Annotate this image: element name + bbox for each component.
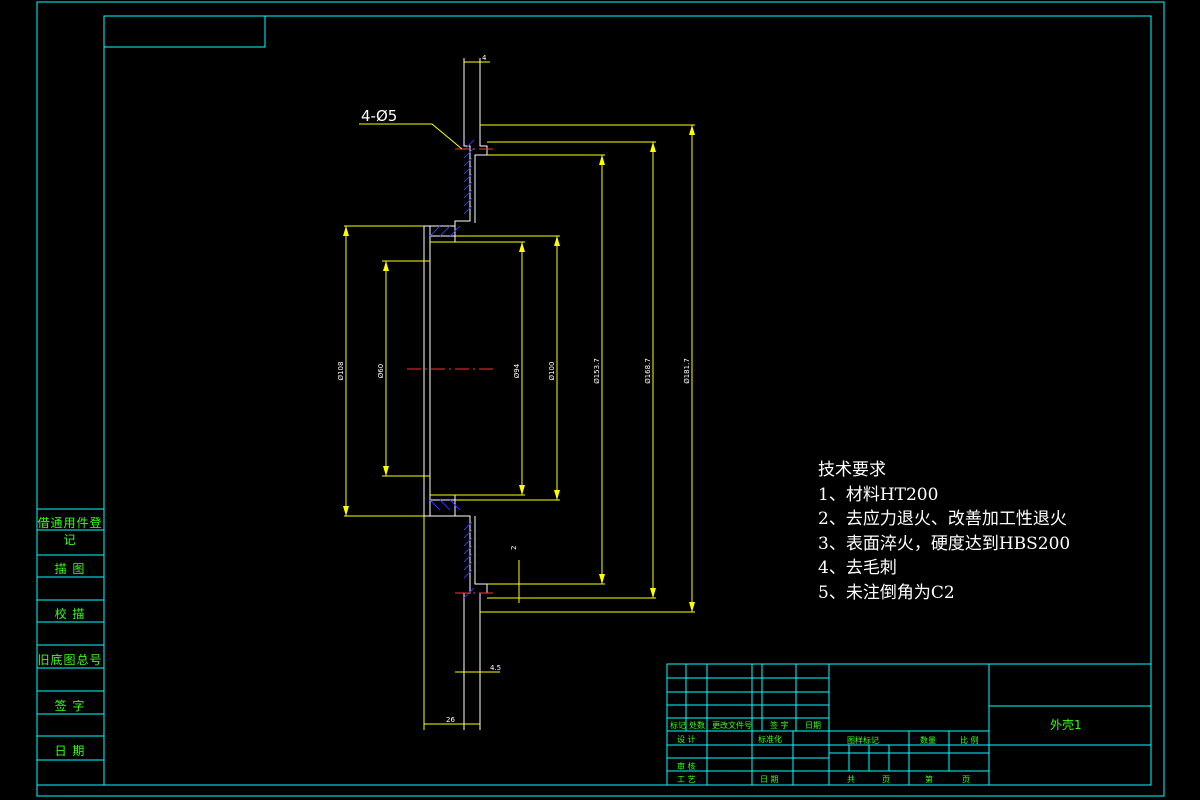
tb-page: 页 (882, 775, 890, 784)
dimension-arrows (343, 125, 695, 612)
dim-w4: 4 (482, 54, 487, 62)
outer-frame (36, 1, 1165, 797)
part-name: 外壳1 (1050, 718, 1082, 732)
tb-standardization: 标准化 (758, 735, 782, 744)
tb-total: 共 (847, 775, 855, 784)
tb-stage-mark: 图样标记 (847, 736, 879, 745)
technical-requirements: 技术要求 1、材料HT200 2、去应力退火、改善加工性退火 3、表面淬火，硬度… (818, 458, 1070, 605)
dim-d153-7: Ø153.7 (593, 358, 601, 384)
tb-count: 处数 (689, 721, 705, 730)
title-block-grid (666, 663, 1152, 786)
side-label-old-number: 旧底图总号 (37, 653, 103, 667)
hole-callout: 4-Ø5 (361, 107, 397, 125)
tech-req-item: 2、去应力退火、改善加工性退火 (818, 509, 1067, 529)
tech-req-item: 4、去毛刺 (818, 558, 897, 578)
tb-sheet-page: 页 (962, 775, 970, 784)
tb-date: 日 期 (760, 775, 779, 784)
tb-quantity: 数量 (920, 736, 936, 745)
tech-req-item: 3、表面淬火，硬度达到HBS200 (818, 533, 1071, 554)
dim-h2: 2 (510, 546, 518, 550)
tb-designer: 设 计 (677, 735, 696, 744)
side-label-signature: 签 字 (54, 699, 86, 713)
side-label-check: 校 描 (54, 607, 86, 621)
tb-change-doc: 更改文件号 (712, 721, 752, 730)
dim-d168-7: Ø168.7 (644, 358, 652, 384)
tb-mark: 标记 (670, 721, 686, 730)
dim-w26: 26 (446, 716, 455, 724)
tech-req-item: 5、未注倒角为C2 (818, 582, 955, 603)
tb-date-col: 日期 (805, 721, 821, 730)
side-label-date: 日 期 (54, 744, 86, 758)
dim-w4-5: 4.5 (490, 664, 501, 672)
side-label-register: 借通用件登记 (37, 516, 103, 547)
section-hatch (429, 139, 475, 599)
side-label-trace: 描 图 (54, 562, 86, 576)
dim-d100: Ø100 (548, 362, 556, 381)
dim-d94: Ø94 (513, 363, 521, 378)
side-table (36, 508, 105, 786)
tb-sheet: 第 (925, 775, 933, 784)
dimension-lines (344, 61, 695, 730)
part-outline (423, 58, 488, 730)
dim-d181-7: Ø181.7 (683, 358, 691, 384)
inner-frame (103, 15, 1152, 786)
tb-scale: 比 例 (960, 736, 979, 745)
tb-review: 审 核 (677, 762, 696, 771)
top-left-box (103, 15, 266, 48)
tech-req-item: 1、材料HT200 (818, 484, 939, 505)
dim-d60: Ø60 (377, 364, 385, 378)
center-lines (407, 148, 497, 594)
tb-sign: 签 字 (770, 721, 789, 730)
tech-req-title: 技术要求 (818, 460, 886, 480)
dim-d108: Ø108 (337, 362, 345, 381)
tb-process: 工 艺 (677, 775, 696, 784)
